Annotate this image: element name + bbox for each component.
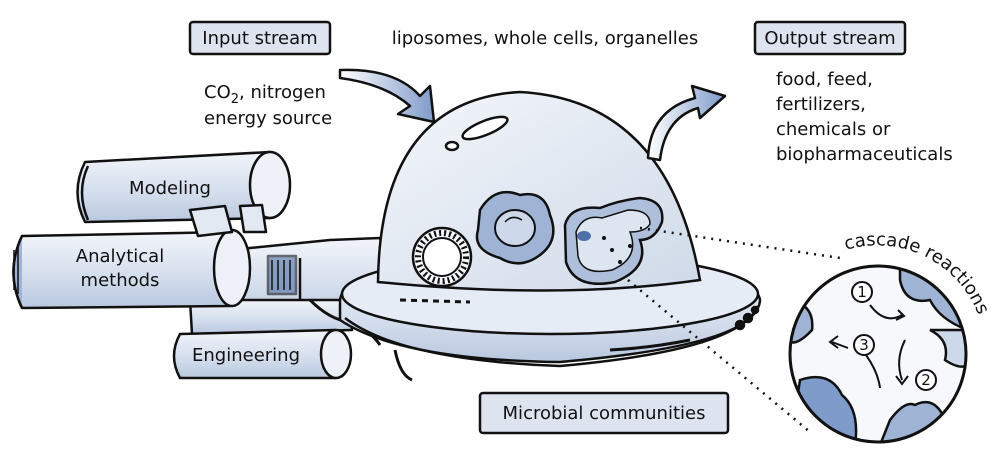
liposome: [411, 226, 473, 288]
outputs-line-3: chemicals or: [776, 119, 891, 140]
step-3-circle: [853, 334, 875, 356]
step-2-label: 2: [921, 371, 931, 389]
input-stream-label: Input stream: [202, 28, 317, 49]
outputs-line-1: food, feed,: [776, 69, 873, 90]
containers-label: liposomes, whole cells, organelles: [392, 28, 698, 49]
step-markers: [851, 281, 937, 391]
step-1-label: 1: [857, 283, 867, 301]
output-stream-tag: Output stream: [753, 20, 907, 56]
output-stream-label: Output stream: [764, 28, 895, 49]
modeling-label: Modeling: [129, 178, 211, 199]
analytical-label-1: Analytical: [76, 246, 164, 267]
saucer: [338, 90, 762, 368]
microbial-communities-tag: Microbial communities: [478, 391, 730, 435]
enzyme-right: [929, 328, 966, 368]
organelle: [563, 196, 664, 286]
output-arrow: [646, 84, 727, 162]
whole-cell: [475, 190, 555, 265]
step-2-circle: [915, 369, 937, 391]
input-arrow: [338, 68, 436, 124]
cascade-circle: [788, 264, 968, 444]
inputs-line-1: CO2, nitrogen: [204, 82, 326, 107]
step-1-circle: [851, 281, 873, 303]
microbial-communities-label: Microbial communities: [503, 403, 706, 424]
zoom-lines: [627, 226, 841, 433]
cascade-circle-border: [788, 264, 968, 444]
analytical-label-2: methods: [81, 270, 160, 291]
inputs-line-2: energy source: [204, 108, 332, 129]
engineering-label: Engineering: [192, 345, 300, 366]
telescope-assembly: [12, 150, 413, 382]
telescope-beam: [188, 298, 354, 336]
step-3-label: 3: [859, 336, 869, 354]
outputs-line-4: biopharmaceuticals: [776, 144, 953, 165]
input-stream-tag: Input stream: [188, 20, 332, 56]
outputs-line-2: fertilizers,: [776, 94, 866, 115]
